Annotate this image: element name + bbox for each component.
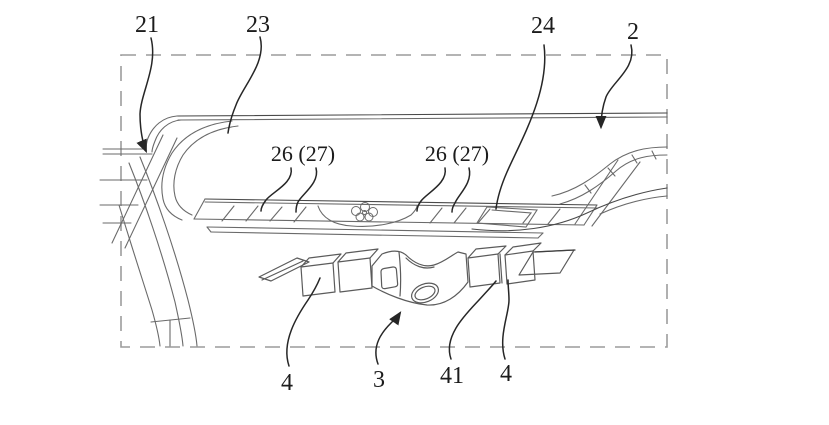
ref-label-4-right: 4 bbox=[500, 361, 512, 387]
front-wheel-arch bbox=[99, 134, 198, 347]
leader-2 bbox=[595, 44, 633, 130]
ref-label-4-left: 4 bbox=[281, 370, 293, 396]
leader-26-27-left-a bbox=[260, 167, 292, 212]
leader-41 bbox=[448, 280, 497, 360]
emblem-recess bbox=[317, 205, 418, 227]
leader-3 bbox=[375, 311, 402, 365]
leader-lines bbox=[136, 36, 633, 367]
ref-label-41: 41 bbox=[440, 363, 464, 389]
bracket-right-tab bbox=[518, 249, 576, 276]
leader-4-right bbox=[501, 279, 510, 360]
tread-hatch bbox=[221, 205, 561, 225]
bracket-rib-41 bbox=[499, 253, 503, 284]
vehicle-body-drawing bbox=[99, 112, 668, 347]
leader-21 bbox=[136, 37, 154, 154]
saddle-square-hole bbox=[380, 266, 399, 290]
leader-26-27-right-a bbox=[416, 167, 446, 212]
sill-scuff-strip bbox=[193, 198, 598, 239]
strip-end-pocket bbox=[476, 206, 538, 228]
leader-26-27-right-b bbox=[451, 167, 471, 213]
bracket-block-left-1 bbox=[300, 253, 342, 297]
bracket-block-left-2 bbox=[337, 248, 379, 293]
ref-label-24: 24 bbox=[531, 13, 555, 39]
bracket-saddle bbox=[371, 250, 469, 306]
reference-numerals: 21 23 24 2 26 (27) 26 (27) 4 3 41 4 bbox=[135, 12, 639, 396]
ref-label-26-27-left: 26 (27) bbox=[271, 141, 335, 166]
ref-label-21: 21 bbox=[135, 12, 159, 38]
bracket-block-right-1 bbox=[467, 245, 507, 288]
beltline-edge bbox=[102, 112, 668, 155]
dashed-boundary-box bbox=[120, 54, 668, 348]
bracket-block-right-2 bbox=[504, 242, 542, 285]
door-front-edge bbox=[161, 120, 239, 221]
ref-label-3: 3 bbox=[373, 367, 385, 393]
leader-24 bbox=[495, 44, 546, 210]
bracket-assembly bbox=[258, 242, 576, 306]
rear-fender-flare bbox=[471, 146, 668, 232]
saddle-oval-hole bbox=[410, 282, 440, 304]
leader-23 bbox=[227, 36, 262, 134]
leader-4-left bbox=[286, 277, 321, 367]
bracket-left-tab bbox=[258, 257, 310, 282]
ref-label-26-27-right: 26 (27) bbox=[425, 141, 489, 166]
ref-label-23: 23 bbox=[246, 12, 270, 38]
ref-label-2: 2 bbox=[627, 19, 639, 45]
leader-26-27-left-b bbox=[295, 167, 318, 213]
flower-emblem-icon bbox=[351, 202, 378, 222]
